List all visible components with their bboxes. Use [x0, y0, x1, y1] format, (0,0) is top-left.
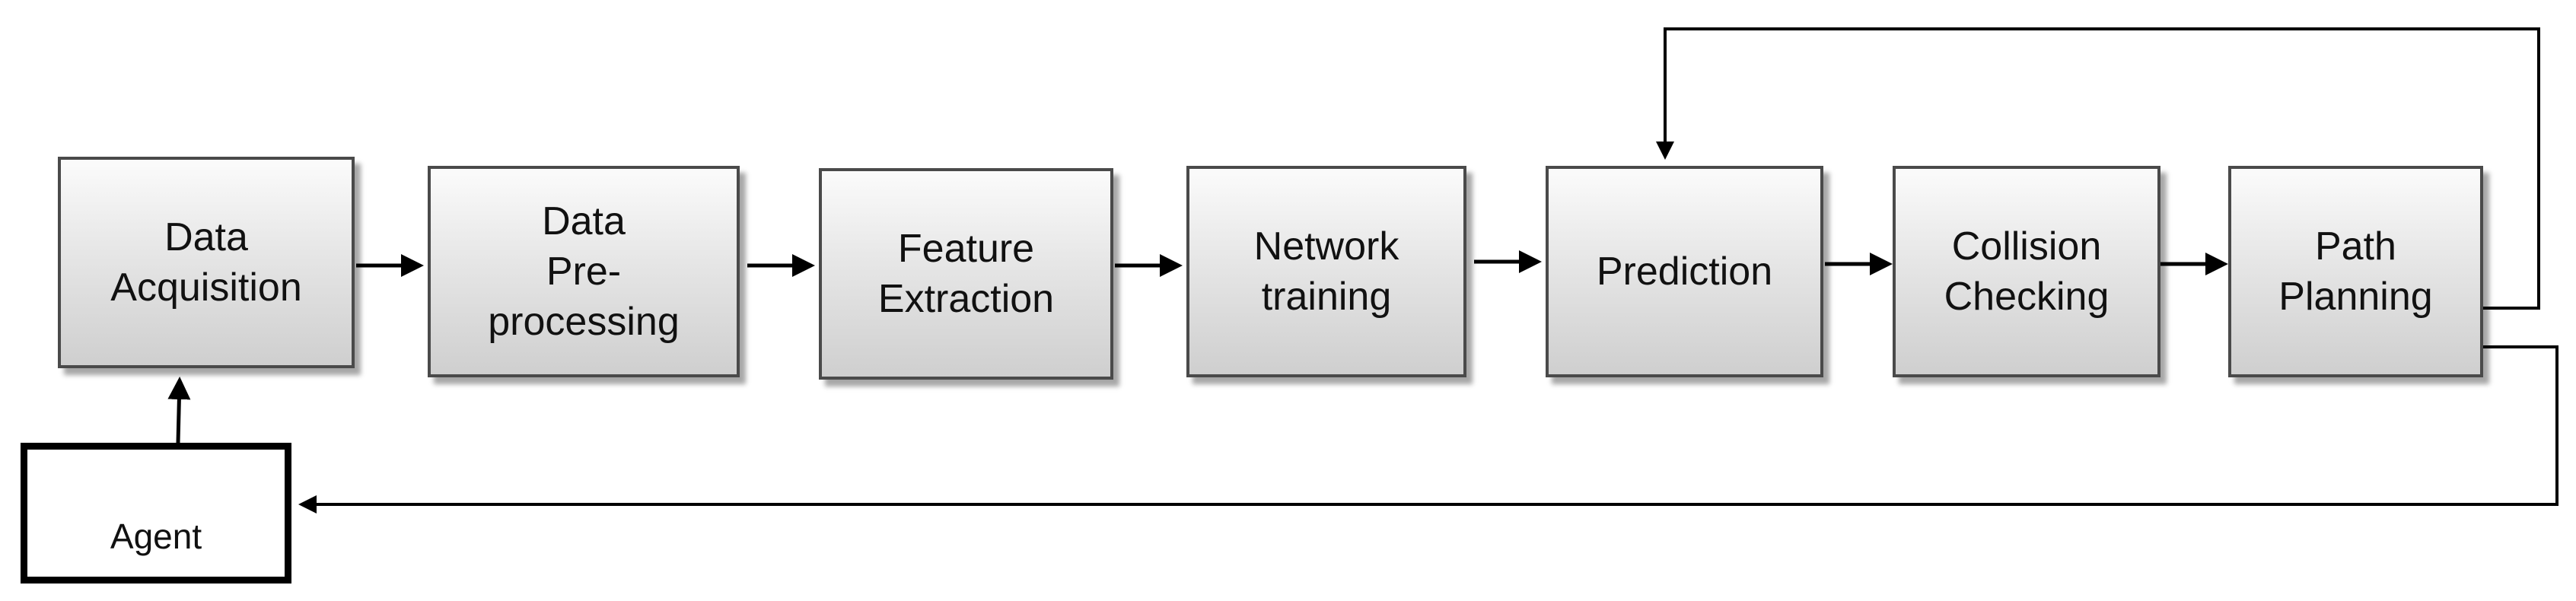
node-path-planning: Path Planning	[2228, 166, 2483, 377]
agent-label: Agent	[110, 517, 202, 556]
node-label: Prediction	[1596, 250, 1773, 294]
node-network-training: Network training	[1186, 166, 1466, 377]
node-label: Path Planning	[2278, 224, 2433, 319]
node-label: Data Pre- processing	[488, 199, 680, 344]
node-data-acquisition: Data Acquisition	[58, 157, 355, 368]
flow-path-planning-to-agent	[298, 345, 2558, 514]
node-label: Collision Checking	[1944, 224, 2110, 319]
feedback-path-planning-to-prediction	[1656, 27, 2540, 310]
node-agent: Agent	[21, 443, 291, 584]
node-prediction: Prediction	[1546, 166, 1823, 377]
flow-agent-to-data-acquisition	[167, 377, 191, 444]
node-data-preprocessing: Data Pre- processing	[428, 166, 740, 377]
node-label: Network training	[1253, 224, 1399, 319]
node-label: Feature Extraction	[877, 227, 1055, 321]
node-label: Data Acquisition	[110, 215, 302, 310]
node-collision-checking: Collision Checking	[1893, 166, 2160, 377]
node-feature-extraction: Feature Extraction	[819, 168, 1113, 380]
